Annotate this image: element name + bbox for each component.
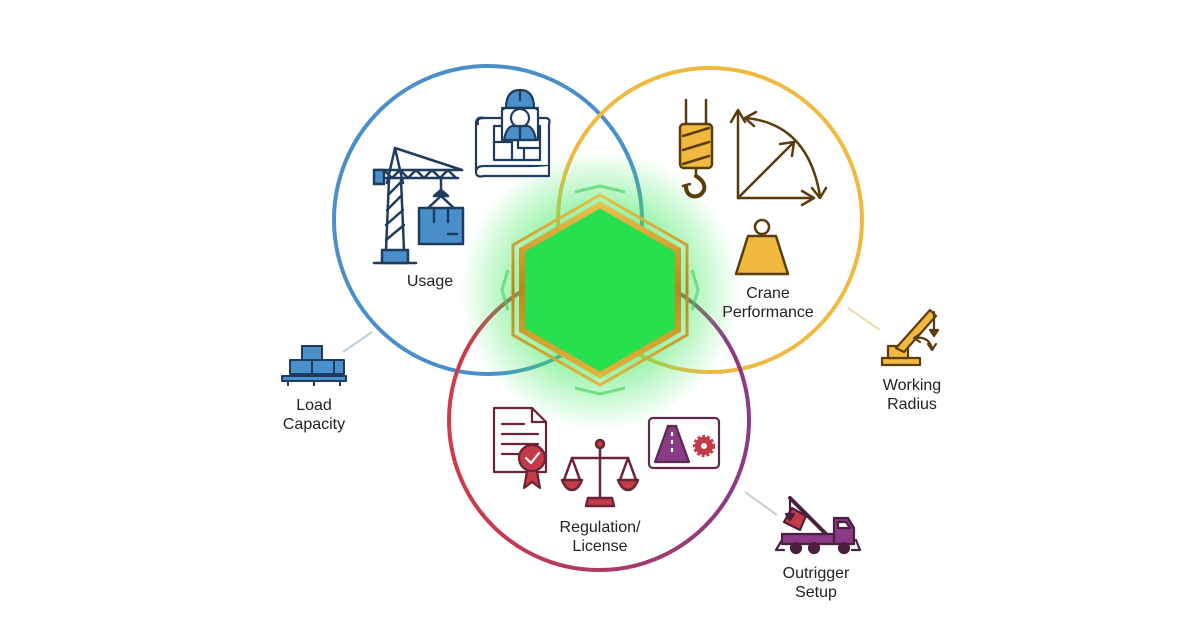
crane-hook-icon <box>678 98 714 199</box>
crane-performance-label: Crane Performance <box>722 285 814 321</box>
weight-icon <box>734 218 790 276</box>
usage-label: Usage <box>406 273 454 290</box>
scales-icon <box>560 438 640 508</box>
tower-crane-icon <box>372 146 465 265</box>
license-card-icon <box>647 416 721 470</box>
working-radius-label: Working Radius <box>882 377 942 413</box>
certificate-icon <box>492 406 548 490</box>
stacked-boxes-icon <box>281 345 347 386</box>
engineer-blueprint-icon <box>474 88 551 178</box>
outrigger-setup-label: Outrigger Setup <box>782 565 850 601</box>
radius-arrows-icon <box>729 108 828 207</box>
connector-load-capacity <box>342 331 373 353</box>
connector-outrigger-setup <box>744 491 778 516</box>
crane-truck-icon <box>774 496 862 555</box>
load-capacity-label: Load Capacity <box>282 397 346 433</box>
glowing-hexagon-icon <box>460 150 740 430</box>
connector-working-radius <box>847 307 881 331</box>
boom-crane-icon <box>880 308 940 367</box>
regulation-license-label: Regulation/ License <box>559 519 641 555</box>
